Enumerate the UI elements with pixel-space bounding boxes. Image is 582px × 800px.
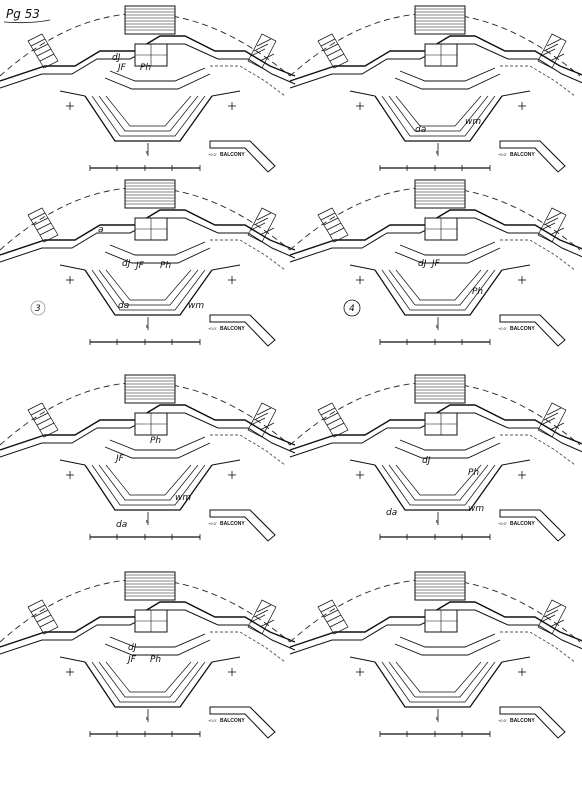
stage-panel-2: BALCONY +0.0' ℄ da wm bbox=[289, 5, 582, 173]
balcony-label: BALCONY bbox=[510, 718, 535, 724]
balcony-code: +0.0' bbox=[208, 718, 217, 723]
balcony-code: +0.0' bbox=[498, 521, 507, 526]
balcony-code: +0.0' bbox=[208, 326, 217, 331]
balcony-label: BALCONY bbox=[510, 521, 535, 527]
balcony-code: +0.0' bbox=[208, 152, 217, 157]
step-circle bbox=[343, 299, 361, 317]
panel-5-note-3: wm bbox=[175, 493, 191, 503]
panel-4-circle-number: 4 bbox=[349, 304, 355, 314]
panel-5-note-4: da bbox=[116, 520, 127, 530]
panel-4-note-3: Ph bbox=[472, 287, 483, 297]
panel-1-note-3: Ph bbox=[140, 63, 151, 73]
centerline-mark: ℄ bbox=[145, 716, 149, 721]
panel-7-note-3: Ph bbox=[150, 655, 161, 665]
panel-3-note-1: a bbox=[98, 225, 104, 235]
centerline-mark: ℄ bbox=[145, 324, 149, 329]
centerline-mark: ℄ bbox=[435, 519, 439, 524]
centerline-mark: ℄ bbox=[435, 324, 439, 329]
centerline-mark: ℄ bbox=[145, 150, 149, 155]
stage-panel-4: BALCONY +0.0' ℄ dJ JF Ph 4 bbox=[289, 179, 582, 347]
balcony-label: BALCONY bbox=[220, 521, 245, 527]
stage-panel-8: BALCONY +0.0' ℄ bbox=[289, 571, 582, 739]
panel-6-note-1: dJ bbox=[422, 456, 431, 466]
stage-panel-1: BALCONY +0.0' ℄ dJ JF Ph bbox=[0, 5, 296, 173]
panel-2-note-1: da bbox=[415, 125, 426, 135]
balcony-code: +0.0' bbox=[498, 718, 507, 723]
page-ref-underline bbox=[3, 19, 51, 24]
stage-panel-7: BALCONY +0.0' ℄ dJ JF Ph bbox=[0, 571, 296, 739]
panel-1-note-1: dJ bbox=[112, 53, 121, 63]
panel-2-note-2: wm bbox=[465, 117, 481, 127]
balcony-label: BALCONY bbox=[220, 326, 245, 332]
panel-6-note-4: wm bbox=[468, 504, 484, 514]
panel-3-note-4: Ph bbox=[160, 261, 171, 271]
panel-3-note-3: JF bbox=[134, 261, 145, 271]
page-reference: Pg 53 bbox=[6, 7, 40, 21]
panel-4-note-1: dJ bbox=[418, 259, 427, 269]
panel-5-note-1: JF bbox=[114, 454, 125, 464]
stage-panel-5: BALCONY +0.0' ℄ JF Ph wm da bbox=[0, 374, 296, 542]
panel-6-note-2: Ph bbox=[468, 468, 479, 478]
panel-1-note-2: JF bbox=[116, 63, 127, 73]
centerline-mark: ℄ bbox=[145, 519, 149, 524]
balcony-label: BALCONY bbox=[220, 152, 245, 158]
centerline-mark: ℄ bbox=[435, 716, 439, 721]
balcony-code: +0.0' bbox=[498, 326, 507, 331]
panel-4-note-2: JF bbox=[430, 259, 441, 269]
panel-3-note-6: wm bbox=[188, 301, 204, 311]
centerline-mark: ℄ bbox=[435, 150, 439, 155]
panel-6-note-3: da bbox=[386, 508, 397, 518]
panel-3-circle-number: 3 bbox=[35, 304, 41, 314]
balcony-label: BALCONY bbox=[510, 152, 535, 158]
panel-7-note-1: dJ bbox=[128, 643, 137, 653]
panel-3-note-2: dJ bbox=[122, 259, 131, 269]
balcony-code: +0.0' bbox=[498, 152, 507, 157]
balcony-code: +0.0' bbox=[208, 521, 217, 526]
panel-3-note-5: da bbox=[118, 301, 129, 311]
stage-panel-3: BALCONY +0.0' ℄ a dJ JF Ph da wm 3 bbox=[0, 179, 296, 347]
panel-7-note-2: JF bbox=[126, 655, 137, 665]
balcony-label: BALCONY bbox=[220, 718, 245, 724]
panel-5-note-2: Ph bbox=[150, 436, 161, 446]
balcony-label: BALCONY bbox=[510, 326, 535, 332]
stage-panel-6: BALCONY +0.0' ℄ dJ Ph da wm bbox=[289, 374, 582, 542]
step-circle bbox=[30, 300, 46, 316]
